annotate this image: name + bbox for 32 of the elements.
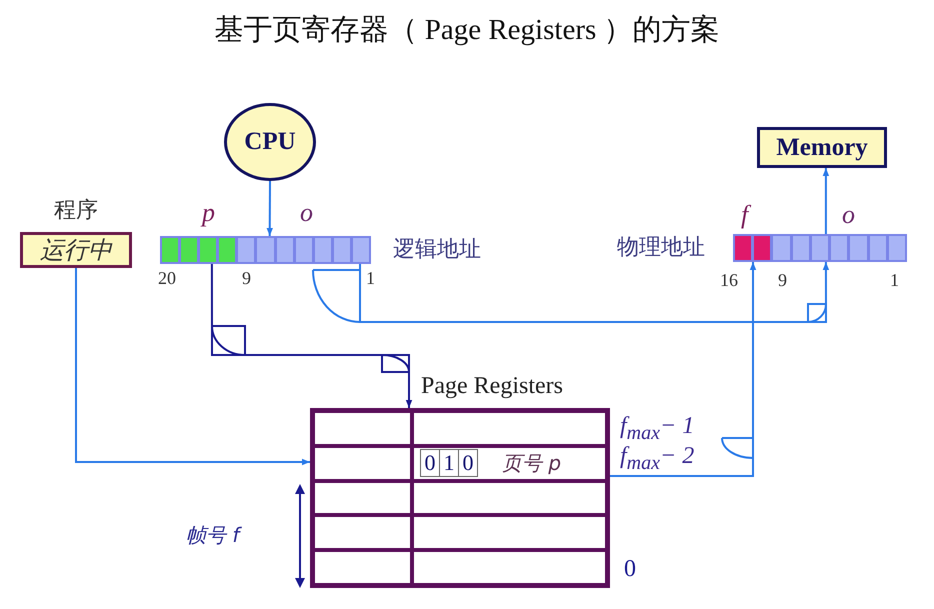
arrow	[359, 262, 830, 323]
row-label: 页号 p	[502, 450, 562, 477]
register-caption: 物理地址	[617, 234, 705, 262]
program-state: 运行中	[40, 235, 112, 266]
diagram-label: f$_{max}$− 1	[620, 413, 694, 445]
bit-cell: 0	[420, 449, 439, 478]
table-row	[315, 444, 605, 479]
bit-cell: 1	[439, 449, 458, 478]
diagram-label: o	[842, 200, 855, 230]
bit-cell: 0	[458, 449, 478, 478]
diagram-label: 16	[720, 270, 738, 291]
cpu-circle: CPU	[224, 103, 316, 181]
diagram-label: f$_{max}$− 2	[620, 443, 694, 475]
table-title: Page Registers	[421, 373, 563, 400]
arrow	[610, 262, 756, 478]
program-heading: 程序	[53, 197, 99, 225]
memory-box: Memory	[757, 127, 887, 168]
arrow	[822, 168, 830, 234]
arrow	[210, 264, 412, 408]
diagram-label: o	[300, 198, 313, 228]
register-caption: 逻辑地址	[393, 236, 481, 264]
diagram-label: 帧号 f	[186, 522, 240, 549]
diagram-label: 9	[242, 268, 251, 289]
arrow	[75, 268, 310, 466]
diagram-label: 1	[890, 270, 899, 291]
diagram-label: 20	[158, 268, 176, 289]
arrow	[266, 181, 273, 236]
diagram-label: 9	[778, 270, 787, 291]
title: 基于页寄存器（ Page Registers ）的方案	[213, 13, 721, 48]
diagram-label: p	[202, 198, 215, 228]
diagram-label: 1	[366, 268, 375, 289]
diagram-label: 0	[624, 556, 636, 583]
